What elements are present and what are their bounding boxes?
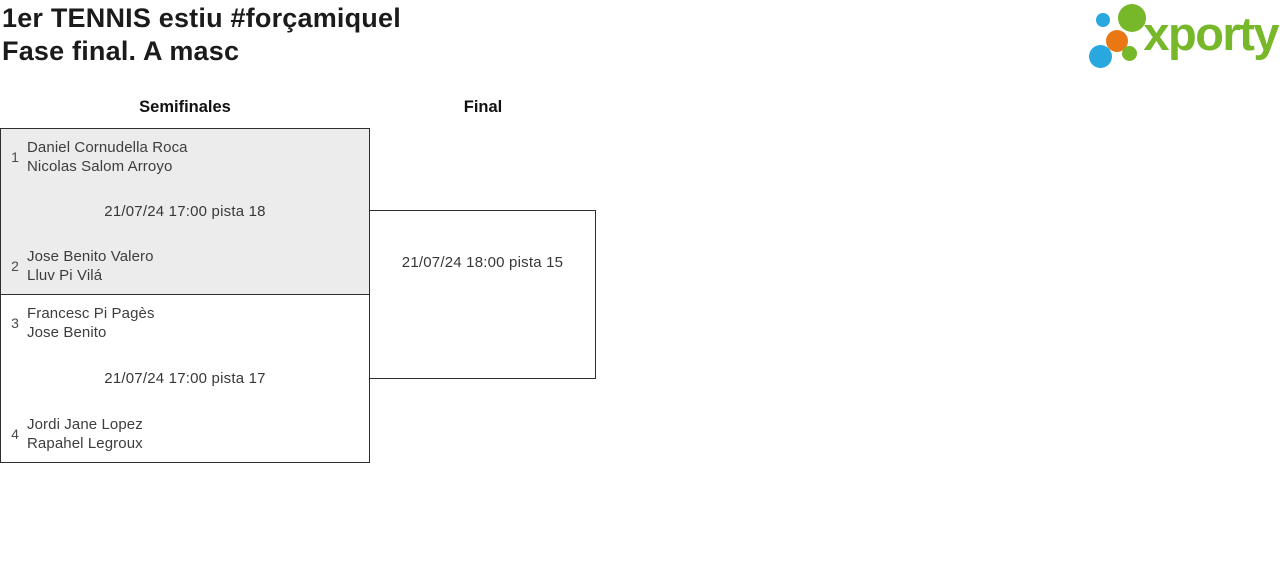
logo-wordmark: xporty bbox=[1143, 7, 1279, 60]
player-name: Jose Benito Valero bbox=[27, 248, 154, 265]
player-name: Jordi Jane Lopez bbox=[27, 416, 143, 433]
round-header-semifinales: Semifinales bbox=[139, 98, 231, 116]
round-header-final: Final bbox=[463, 98, 503, 116]
player-name: Jose Benito bbox=[27, 324, 107, 341]
xporty-logo[interactable]: xporty bbox=[1085, 2, 1279, 70]
team-players: Francesc Pi Pagès Jose Benito bbox=[27, 304, 155, 342]
team-slot: 4 Jordi Jane Lopez Rapahel Legroux bbox=[1, 415, 369, 453]
seed-number: 2 bbox=[11, 258, 19, 274]
team-slot: 3 Francesc Pi Pagès Jose Benito bbox=[1, 304, 369, 342]
player-name: Daniel Cornudella Roca bbox=[27, 139, 188, 156]
logo-dot-icon bbox=[1096, 13, 1111, 27]
team-players: Daniel Cornudella Roca Nicolas Salom Arr… bbox=[27, 138, 188, 176]
logo-dot-icon bbox=[1106, 30, 1129, 52]
player-name: Lluv Pi Vilá bbox=[27, 267, 103, 284]
seed-number: 4 bbox=[11, 426, 19, 442]
match-final[interactable]: 21/07/24 18:00 pista 15 bbox=[369, 210, 596, 379]
player-name: Francesc Pi Pagès bbox=[27, 305, 155, 322]
player-name: Nicolas Salom Arroyo bbox=[27, 158, 173, 175]
player-name: Rapahel Legroux bbox=[27, 435, 143, 452]
team-slot: 2 Jose Benito Valero Lluv Pi Vilá bbox=[1, 247, 369, 285]
logo-dot-icon bbox=[1118, 4, 1147, 32]
match-schedule: 21/07/24 18:00 pista 15 bbox=[401, 254, 564, 271]
team-players: Jordi Jane Lopez Rapahel Legroux bbox=[27, 415, 143, 453]
page-title: 1er TENNIS estiu #forçamiquel Fase final… bbox=[2, 2, 401, 68]
logo-dot-icon bbox=[1122, 46, 1138, 61]
match-semifinal-2[interactable]: 3 Francesc Pi Pagès Jose Benito 21/07/24… bbox=[0, 294, 370, 463]
seed-number: 3 bbox=[11, 315, 19, 331]
team-slot: 1 Daniel Cornudella Roca Nicolas Salom A… bbox=[1, 138, 369, 176]
phase-name: Fase final. A masc bbox=[2, 36, 240, 66]
match-semifinal-1[interactable]: 1 Daniel Cornudella Roca Nicolas Salom A… bbox=[0, 128, 370, 295]
match-schedule: 21/07/24 17:00 pista 18 bbox=[104, 203, 266, 220]
team-players: Jose Benito Valero Lluv Pi Vilá bbox=[27, 247, 154, 285]
seed-number: 1 bbox=[11, 149, 19, 165]
logo-dot-icon bbox=[1089, 45, 1113, 68]
logo-dots-icon bbox=[1085, 2, 1149, 70]
tournament-name: 1er TENNIS estiu #forçamiquel bbox=[2, 3, 401, 33]
match-schedule: 21/07/24 17:00 pista 17 bbox=[104, 370, 266, 387]
